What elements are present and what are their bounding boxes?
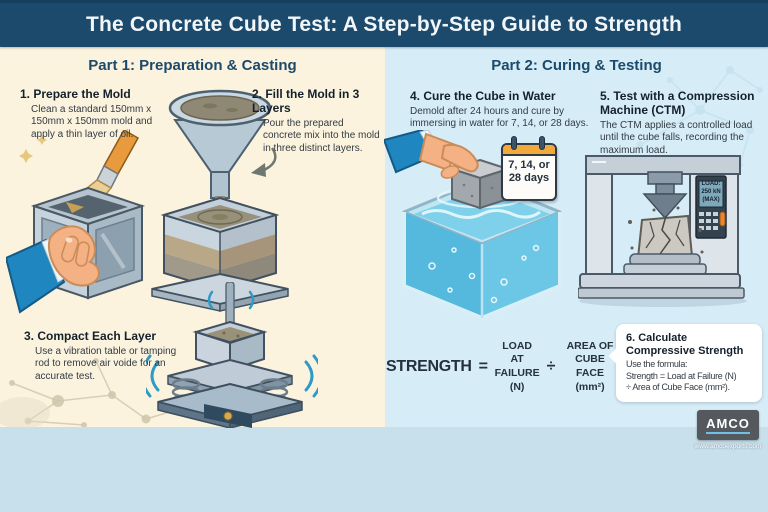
curved-arrow-icon <box>251 147 277 177</box>
step4-title: 4. Cure the Cube in Water <box>410 89 556 103</box>
step4-block: 4. Cure the Cube in Water Demold after 2… <box>410 89 610 131</box>
step1-body: Clean a standard 150mm x 150mm x 150mm m… <box>31 103 153 140</box>
tamping-rod-icon <box>225 282 235 327</box>
lever-icon <box>719 211 726 227</box>
machine-column <box>585 155 613 277</box>
keypad-buttons <box>699 212 718 230</box>
page-title: The Concrete Cube Test: A Step-by-Step G… <box>85 13 683 36</box>
step1-title: 1. Prepare the Mold <box>20 87 131 101</box>
step2-title: 2. Fill the Mold in 3 Layers <box>252 87 360 115</box>
strength-formula: STRENGTH = LOAD AT FAILURE (N) ÷ AREA OF… <box>386 336 618 398</box>
machine-display-readout: LOAD: 250 kN (MAX) <box>701 181 721 203</box>
network-decoration-left <box>0 358 189 427</box>
mold-oiling-illustration <box>6 130 146 314</box>
cracked-cube-icon <box>636 214 694 260</box>
step4-body: Demold after 24 hours and cure by immers… <box>410 105 589 130</box>
bubbles-icon <box>428 244 540 304</box>
formula-numerator: LOAD AT FAILURE (N) <box>494 339 540 393</box>
vibration-waves-icon <box>146 354 318 398</box>
water-tank-illustration <box>384 130 562 320</box>
formula-lhs: STRENGTH <box>386 358 472 375</box>
step5-block: 5. Test with a Compression Machine (CTM)… <box>600 89 764 157</box>
part1-heading: Part 1: Preparation & Casting <box>88 57 297 74</box>
step3-block: 3. Compact Each Layer Use a vibration ta… <box>24 329 184 383</box>
sparkle-icon <box>19 149 33 163</box>
machine-base <box>579 273 741 289</box>
step6-callout-box: 6. Calculate Compressive Strength Use th… <box>608 324 762 403</box>
amco-logo: AMCO <box>697 410 759 440</box>
calendar-badge: 7, 14, or 28 days <box>501 136 557 202</box>
water-body <box>404 212 482 318</box>
logo-underline <box>706 431 750 434</box>
step3-body: Use a vibration table or tamping rod to … <box>35 345 177 382</box>
brand-website: www.amcoexports.com <box>694 443 762 450</box>
calendar-ring-icon <box>539 136 545 150</box>
step5-title: 5. Test with a Compression Machine (CTM) <box>600 89 755 117</box>
header-bar: The Concrete Cube Test: A Step-by-Step G… <box>0 0 768 47</box>
brand-name: AMCO <box>706 415 750 431</box>
calendar-header-band <box>503 145 555 156</box>
debris-icon <box>628 206 704 254</box>
part2-heading: Part 2: Curing & Testing <box>491 57 662 74</box>
step1-block: 1. Prepare the Mold Clean a standard 150… <box>20 87 162 141</box>
calendar-label: 28 days <box>508 172 550 185</box>
footer-strip <box>0 427 768 512</box>
equals-sign: = <box>478 358 488 375</box>
compression-machine-illustration <box>578 155 747 307</box>
funnel-pour-illustration <box>151 89 289 312</box>
step6-title: 6. Calculate Compressive Strength <box>626 332 744 357</box>
step3-title: 3. Compact Each Layer <box>24 329 157 343</box>
load-display <box>698 180 724 208</box>
step5-body: The CTM applies a controlled load until … <box>600 119 753 156</box>
step6-body: Use the formula: Strength = Load at Fail… <box>626 359 737 392</box>
step2-block: 2. Fill the Mold in 3 Layers Pour the pr… <box>252 87 384 155</box>
vibration-table-illustration <box>146 282 318 428</box>
calendar-label: 7, 14, or <box>508 159 550 171</box>
sparkle-icon <box>37 135 47 145</box>
calendar-ring-icon <box>511 136 517 150</box>
network-decoration-right <box>636 66 763 168</box>
step2-body: Pour the prepared concrete mix into the … <box>263 117 380 154</box>
formula-denominator: AREA OF CUBE FACE (mm²) <box>566 339 614 393</box>
divide-sign: ÷ <box>546 358 556 375</box>
piston-arrow-icon <box>642 193 688 220</box>
